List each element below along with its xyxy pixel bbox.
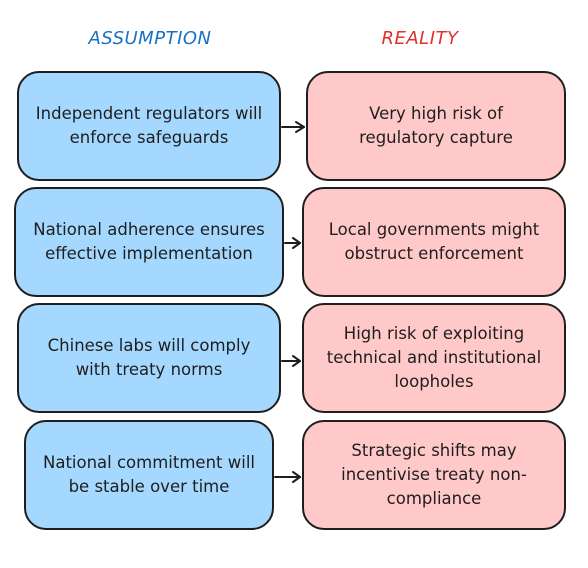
reality-box-3: High risk of exploiting technical and in…: [302, 303, 566, 413]
arrow-row-2: [284, 237, 301, 249]
reality-header: REALITY: [381, 28, 459, 49]
assumption-text-4: National commitment will be stable over …: [42, 453, 255, 496]
assumption-text-2: National adherence ensures effective imp…: [33, 220, 265, 263]
assumption-box-1: Independent regulators will enforce safe…: [17, 71, 281, 181]
arrow-row-4: [274, 471, 301, 483]
assumption-text-3: Chinese labs will comply with treaty nor…: [47, 336, 251, 379]
reality-box-2: Local governments might obstruct enforce…: [302, 187, 566, 297]
reality-box-1: Very high risk of regulatory capture: [306, 71, 566, 181]
reality-text-3: High risk of exploiting technical and in…: [326, 324, 542, 391]
arrow-row-1: [281, 121, 305, 133]
reality-box-4: Strategic shifts may incentivise treaty …: [302, 420, 566, 530]
reality-text-1: Very high risk of regulatory capture: [359, 104, 513, 147]
assumption-text-1: Independent regulators will enforce safe…: [35, 104, 263, 147]
arrow-row-3: [281, 355, 301, 367]
assumption-header: ASSUMPTION: [88, 28, 212, 49]
assumption-box-3: Chinese labs will comply with treaty nor…: [17, 303, 281, 413]
assumption-box-4: National commitment will be stable over …: [24, 420, 274, 530]
reality-text-4: Strategic shifts may incentivise treaty …: [341, 441, 527, 508]
assumption-box-2: National adherence ensures effective imp…: [14, 187, 284, 297]
reality-text-2: Local governments might obstruct enforce…: [328, 220, 540, 263]
